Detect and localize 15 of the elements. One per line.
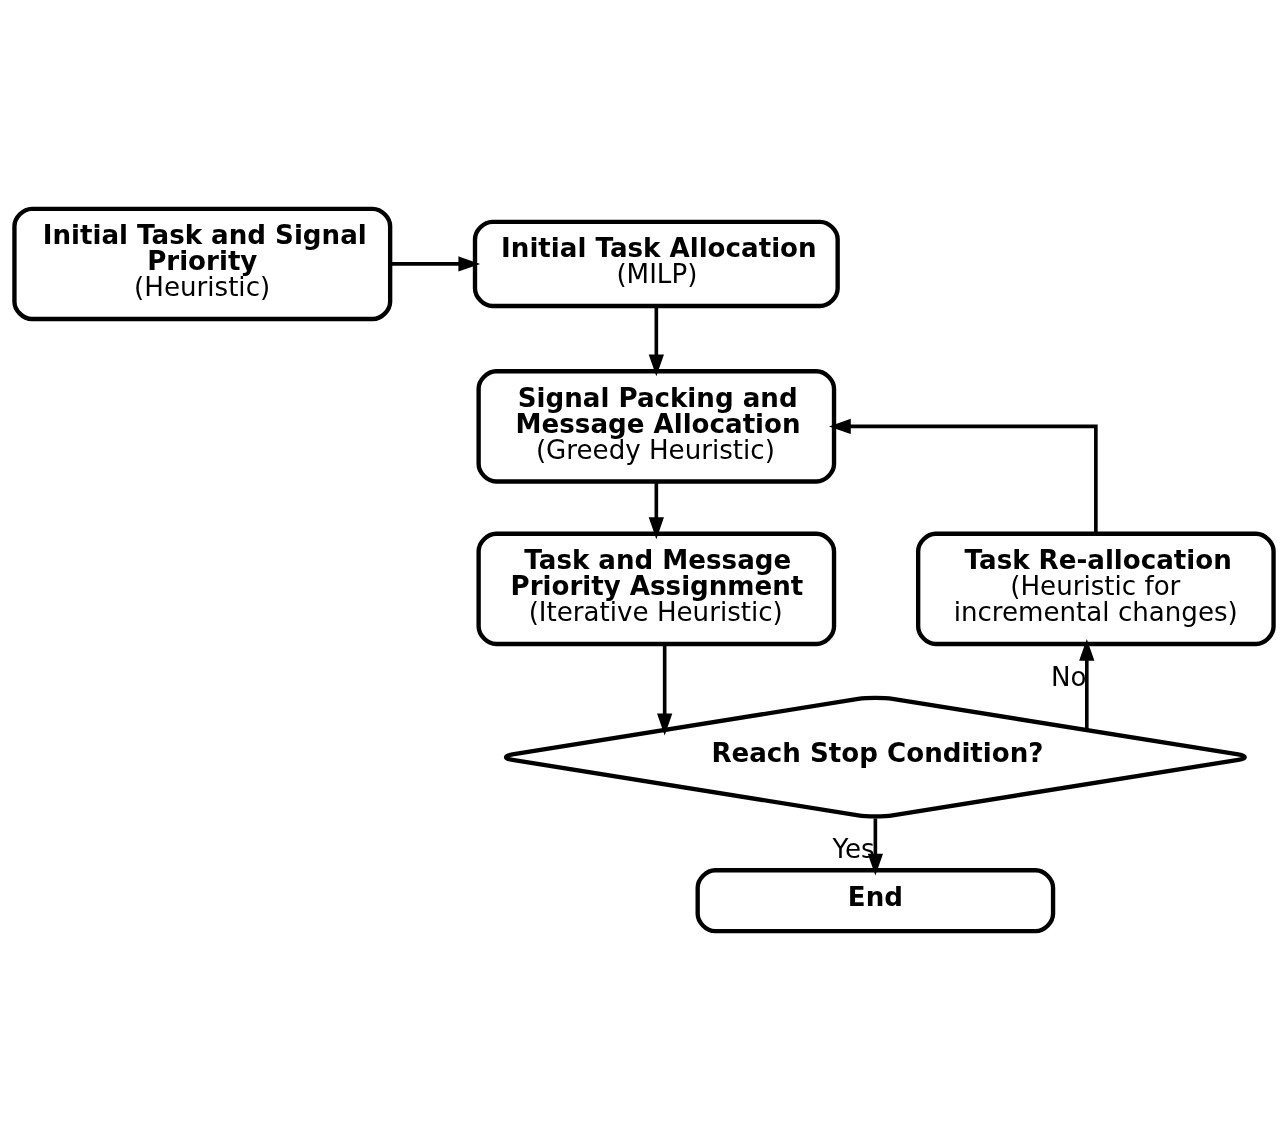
arrow [828,418,1098,534]
edge-label: Yes [832,833,875,864]
arrow [657,644,673,736]
node-box: Initial Task Allocation (MILP) [472,219,840,309]
arrow [867,818,883,876]
arrow [1079,638,1095,731]
node-box: Task and Message Priority Assignment (Iterative Heuristic) [476,531,837,647]
arrow [648,481,664,540]
node-box: Initial Task and Signal Priority (Heuristic) [12,206,393,322]
arrow [390,256,481,272]
edge-label: No [1050,662,1087,693]
node-box: Signal Packing and Message Allocation (Greedy Heuristic) [476,369,837,484]
node-box: Task Re-allocation (Heuristic for incremental changes) [916,531,1276,647]
arrow [648,306,664,377]
node-box: End [695,868,1056,934]
